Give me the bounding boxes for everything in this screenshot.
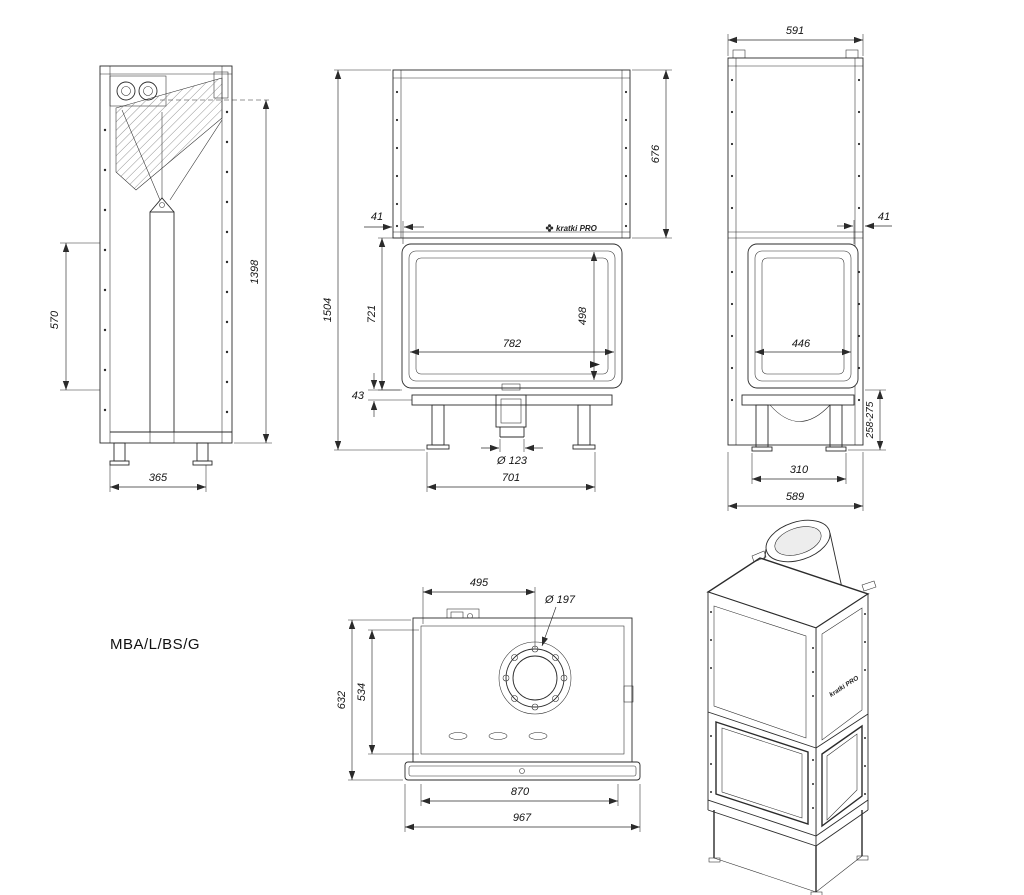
dim-side-1398: 1398: [234, 100, 272, 444]
dim-side-570: 570: [49, 242, 100, 391]
dim-label-1398: 1398: [249, 259, 261, 284]
dim-label-782: 782: [503, 338, 521, 350]
dim-label-498: 498: [577, 306, 589, 325]
dim-front-498: 498: [577, 252, 598, 380]
brand-flower-icon: [545, 224, 554, 232]
base-beam: [411, 394, 613, 406]
dim-label-495: 495: [470, 577, 489, 589]
dim-top-870: 870: [420, 784, 619, 806]
dim-top-534: 534: [356, 629, 419, 755]
leg: [431, 404, 445, 446]
dim-label-870: 870: [511, 786, 530, 798]
view-top: 495 Ø 197 632 534 870 967: [336, 577, 641, 832]
dim-right-446: 446: [755, 338, 851, 356]
dim-label-591: 591: [786, 25, 804, 37]
dim-label-flue-123: Ø 123: [496, 455, 528, 467]
glass-front: [415, 257, 609, 375]
dim-label-310: 310: [790, 464, 809, 476]
dim-label-258-275: 258-275: [865, 401, 876, 439]
dim-top-632: 632: [336, 619, 411, 781]
dim-label-589: 589: [786, 491, 804, 503]
view-front: kratki PRO 41 676: [322, 69, 672, 492]
dim-label-632: 632: [336, 691, 348, 709]
dim-label-front-41: 41: [371, 211, 383, 223]
dim-right-310: 310: [751, 453, 847, 484]
pulley-icon: [159, 202, 165, 208]
iso-glass-side: [715, 721, 809, 825]
base-beam: [741, 394, 855, 406]
dim-right-legs: 258-275: [848, 389, 886, 451]
insulation-hatch: [115, 77, 223, 191]
dim-top-967: 967: [404, 784, 641, 832]
hood-panel: [392, 69, 631, 239]
brand-text: kratki PRO: [556, 224, 598, 233]
inlet-knob-left: [116, 81, 136, 101]
air-duct: [495, 394, 527, 428]
dim-label-446: 446: [792, 338, 811, 350]
dim-top-flue-197: Ø 197: [541, 594, 576, 647]
door-top-view: [404, 761, 641, 781]
dim-front-41: 41: [364, 211, 424, 244]
dim-label-570: 570: [49, 310, 61, 329]
dim-right-591: 591: [727, 25, 864, 56]
dim-front-1504: 1504: [322, 69, 425, 451]
leg: [577, 404, 591, 446]
view-isometric: kratki PRO: [706, 519, 877, 895]
body-outline-top: [412, 617, 633, 763]
dim-front-flue-123: Ø 123: [481, 439, 543, 467]
leg: [113, 442, 126, 462]
dim-side-365: 365: [109, 465, 207, 492]
side-panel: [707, 591, 817, 837]
dim-label-721: 721: [366, 305, 378, 323]
dim-label-right-41: 41: [878, 211, 890, 223]
flue-bore: [512, 655, 558, 701]
dim-label-43: 43: [352, 390, 365, 402]
dim-label-365: 365: [149, 472, 168, 484]
door-handle: [501, 383, 521, 391]
glass-side: [761, 257, 845, 375]
dim-front-721: 721: [366, 237, 400, 391]
view-side-right: 591 41 446 258-275 310 589: [727, 25, 892, 511]
dim-label-676: 676: [650, 144, 662, 163]
dim-front-701: 701: [426, 452, 596, 492]
dim-right-589: 589: [727, 452, 864, 511]
dim-right-41: 41: [837, 211, 892, 244]
latch-detail: [623, 685, 634, 703]
dim-front-43: 43: [352, 373, 412, 417]
counterweight-channel: [149, 211, 175, 433]
front-panel: [815, 593, 869, 837]
dim-label-flue-197: Ø 197: [544, 594, 576, 606]
dim-front-782: 782: [410, 338, 614, 356]
dim-label-1504: 1504: [322, 298, 334, 322]
dim-label-534: 534: [356, 683, 368, 701]
knob-detail: [519, 768, 525, 774]
side-door-frame: [747, 243, 859, 389]
leg: [196, 442, 209, 462]
brand-logo: kratki PRO: [545, 224, 598, 233]
model-label: MBA/L/BS/G: [110, 636, 200, 653]
dim-top-495: 495: [422, 577, 536, 648]
dim-label-967: 967: [513, 812, 532, 824]
iso-glass-front: [821, 724, 863, 828]
dim-label-701: 701: [502, 472, 520, 484]
dim-front-676: 676: [632, 69, 672, 239]
door-frame: [401, 243, 623, 389]
view-side-left: 570 1398 365: [49, 65, 272, 492]
